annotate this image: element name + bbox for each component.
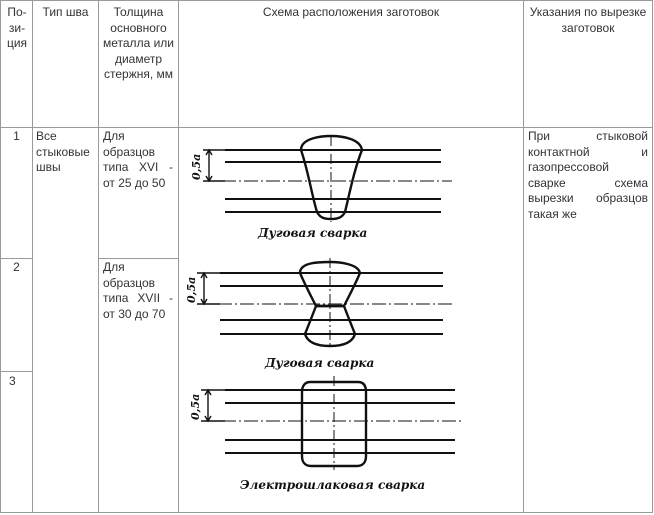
header-thickness: Толщина основного металла или диаметр ст… [103, 5, 174, 81]
header-weld-type: Тип шва [42, 5, 89, 19]
header-position: По-зи-ция [6, 5, 28, 50]
row-1-position: 1 [13, 129, 20, 143]
scheme-arc-single: 0,5a Дуговая сварка [190, 134, 452, 240]
weld-type-value: Все стыковые швы [36, 129, 90, 174]
caption-arc-1: Дуговая сварка [257, 226, 367, 240]
row-3-position: 3 [9, 374, 16, 388]
header-instructions: Указания по вырезке заготовок [529, 5, 647, 35]
dim-label-1: 0,5a [190, 154, 203, 180]
header-scheme: Схема расположения заготовок [262, 5, 440, 19]
row-2-position: 2 [13, 260, 20, 274]
caption-arc-2: Дуговая сварка [264, 356, 374, 370]
row-1-spec: Для образцов типа XVI - от 25 до 50 [103, 129, 173, 190]
dim-label-2: 0,5a [185, 277, 198, 303]
dim-label-3: 0,5a [189, 394, 202, 420]
scheme-arc-double: 0,5a Дуговая сварка [185, 258, 453, 370]
row-2-spec: Для образцов типа XVII - от 30 до 70 [103, 260, 173, 321]
caption-electroslag: Электрошлаковая сварка [240, 478, 425, 492]
instructions-value: При стыковой контактной и газопрессовой … [528, 129, 648, 221]
scheme-electroslag: 0,5a Электрошлаковая сварка [189, 376, 462, 492]
